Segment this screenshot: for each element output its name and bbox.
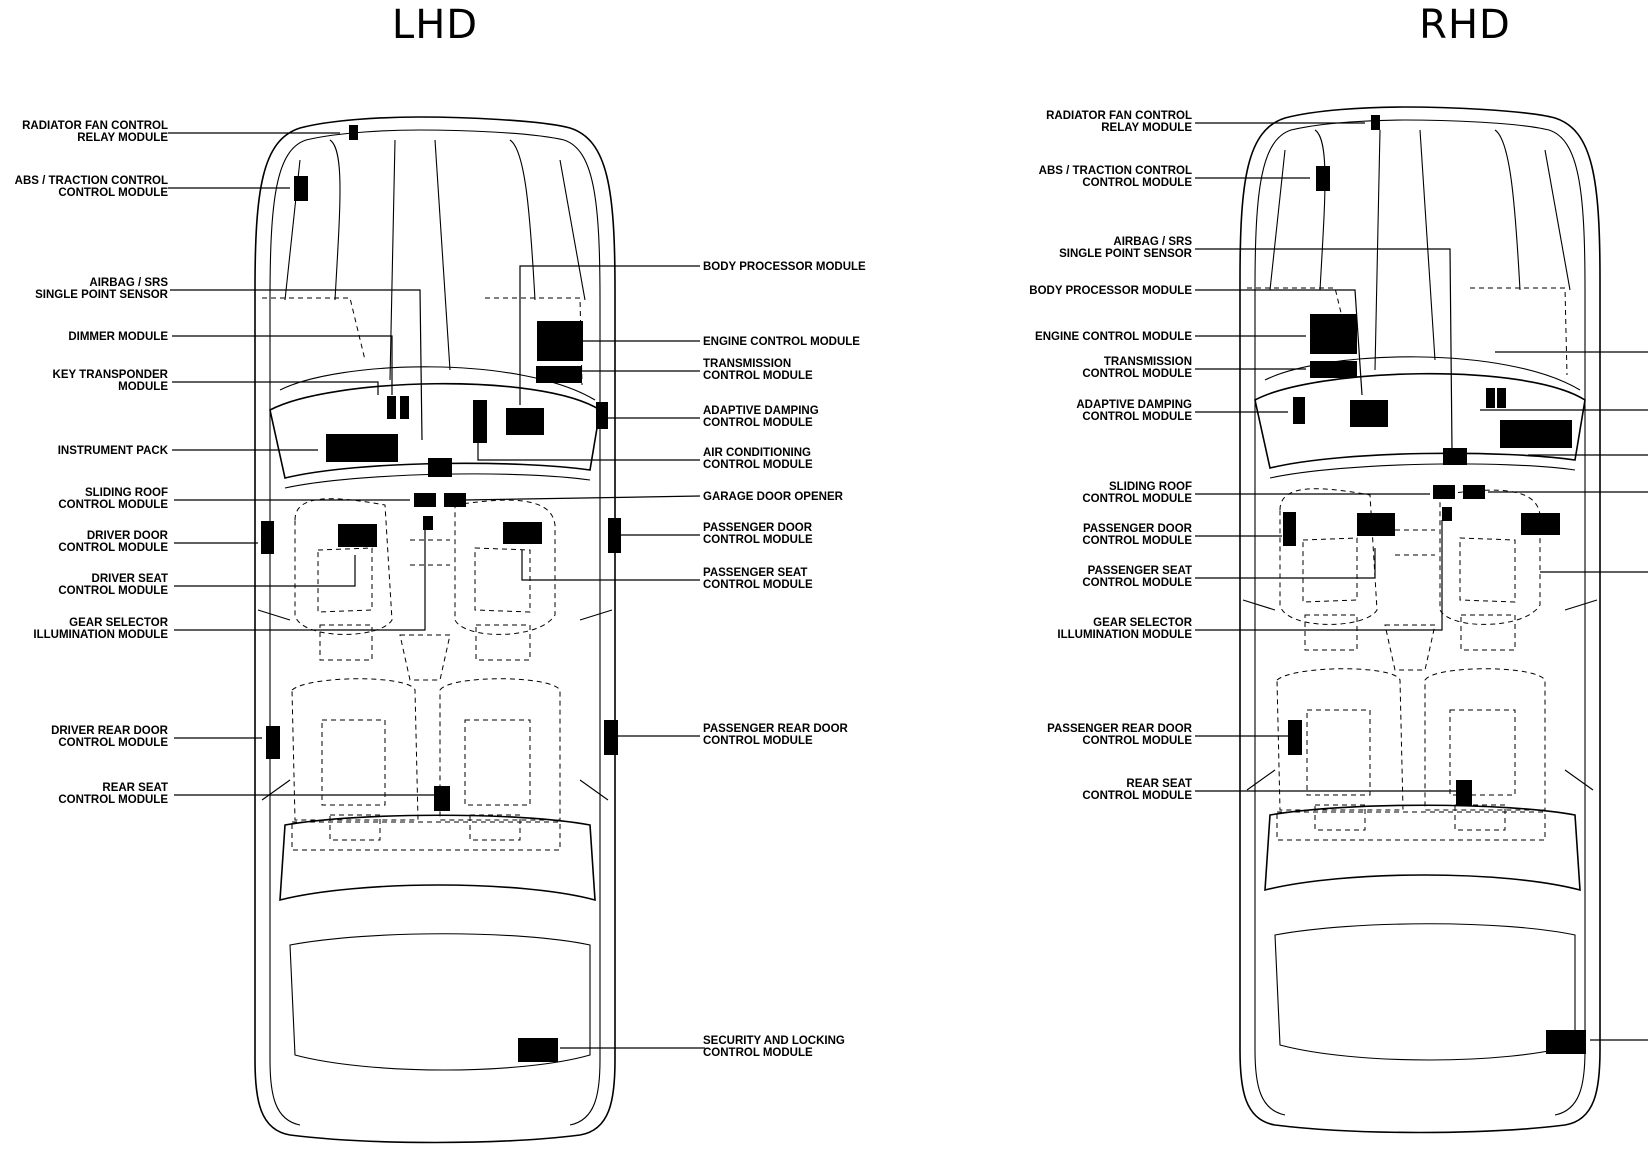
rhd-car-outline — [1239, 106, 1601, 1134]
rhd-title: RHD — [1419, 2, 1511, 48]
lhd-right-label-0: BODY PROCESSOR MODULE — [703, 261, 866, 273]
rhd-modules — [1283, 115, 1586, 1054]
lhd-right-label-5: GARAGE DOOR OPENER — [703, 491, 844, 503]
lhd-left-label-5: INSTRUMENT PACK — [58, 445, 169, 457]
rhd-left-label-4: ENGINE CONTROL MODULE — [1035, 331, 1192, 343]
lhd-title: LHD — [391, 2, 479, 48]
lhd-modules — [261, 125, 621, 1062]
lhd-right-labels: BODY PROCESSOR MODULE ENGINE CONTROL MODU… — [703, 261, 866, 1059]
lhd-leaders — [168, 132, 705, 1049]
rhd-left-label-3: BODY PROCESSOR MODULE — [1029, 285, 1192, 297]
rhd-leaders — [1195, 122, 1648, 1041]
lhd-left-label-3: DIMMER MODULE — [68, 331, 168, 343]
lhd-right-label-1: ENGINE CONTROL MODULE — [703, 336, 860, 348]
